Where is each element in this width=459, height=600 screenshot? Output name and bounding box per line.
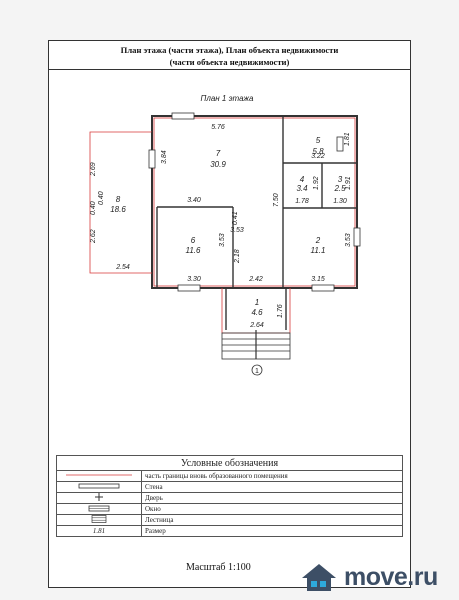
dim-label: 1.92	[313, 176, 320, 190]
dim-label: 1.30	[333, 198, 347, 205]
legend-symbol-window	[56, 503, 142, 515]
legend-symbol-wall	[56, 481, 142, 493]
dim-label: 2.18	[234, 249, 241, 264]
legend-label: часть границы вновь образованного помеще…	[141, 470, 403, 482]
dim-label: 2.54	[115, 264, 130, 271]
legend-label: Дверь	[141, 492, 403, 504]
dim-label: 1.91	[345, 176, 352, 190]
legend-label: Размер	[141, 525, 403, 537]
room-6-number: 6	[191, 236, 196, 245]
legend-symbol-dimension: 1.81	[56, 525, 142, 537]
legend-title: Условные обозначения	[56, 455, 403, 471]
dim-label: 1.81	[344, 132, 351, 146]
room-5-number: 5	[316, 136, 321, 145]
legend-row: Лестница	[56, 514, 403, 526]
header-divider	[48, 69, 411, 70]
dim-label: 3.30	[187, 276, 201, 283]
legend-table: Условные обозначения часть границы вновь…	[56, 455, 403, 537]
room-1-area: 4.6	[251, 308, 263, 317]
dim-label: 3.53	[219, 233, 226, 247]
room-4-area: 3.4	[296, 184, 308, 193]
dimension-labels: 5.76 3.22 1.81 3.84 2.69 0.40 0.40 2.62 …	[90, 124, 352, 329]
dim-label: 3.53	[345, 233, 352, 247]
room-3-number: 3	[338, 175, 343, 184]
legend-row: Стена	[56, 481, 403, 493]
scale-label: Масштаб 1:100	[186, 562, 251, 573]
dim-label: 3.84	[161, 150, 168, 164]
axis-marker: 1	[251, 364, 263, 376]
dim-label: 2.62	[90, 229, 97, 244]
axis-marker-label: 1	[255, 368, 259, 375]
dim-label: 0.41	[232, 211, 239, 225]
window-right	[353, 227, 361, 247]
stairs	[221, 330, 291, 360]
room-8-area: 18.6	[110, 205, 126, 214]
legend-symbol-stairs	[56, 514, 142, 526]
room-6-area: 11.6	[186, 246, 202, 255]
legend-row: 1.81 Размер	[56, 525, 403, 537]
room-2-number: 2	[315, 236, 321, 245]
boundary-main	[153, 117, 356, 287]
dim-label: 2.42	[248, 276, 263, 283]
interior-walls	[151, 116, 357, 330]
dim-label: 2.69	[90, 162, 97, 177]
legend-symbol-boundary	[56, 470, 142, 482]
window-top	[171, 112, 195, 120]
legend-label: Стена	[141, 481, 403, 493]
header-title-line-2: (части объекта недвижимости)	[169, 57, 290, 67]
room-7-area: 30.9	[210, 160, 226, 169]
dim-label: 3.22	[311, 153, 325, 160]
window-bottom-right	[311, 284, 335, 292]
dim-label: 1.78	[295, 198, 309, 205]
dim-label: 0.40	[98, 191, 105, 205]
dim-label: 3.40	[187, 197, 201, 204]
dim-label: 2.64	[249, 322, 264, 329]
dim-label: 3.15	[311, 276, 325, 283]
plan-title: План 1 этажа	[201, 94, 255, 103]
dim-label: 1.76	[277, 304, 284, 318]
dim-label: 3.53	[230, 227, 244, 234]
legend-row: Дверь	[56, 492, 403, 504]
legend-symbol-door	[56, 492, 142, 504]
legend-label: Лестница	[141, 514, 403, 526]
window-left	[148, 149, 156, 169]
house-outline	[151, 115, 358, 289]
room-3-area: 2.5	[333, 184, 346, 193]
room-5-area: 5.8	[312, 147, 324, 156]
house-icon	[302, 564, 336, 591]
legend-row: Окно	[56, 503, 403, 515]
room-labels: 7 30.9 5 5.8 4 3.4 3 2.5 8 18.6 6 11.6 2…	[110, 136, 346, 317]
room-2-area: 11.1	[311, 246, 326, 255]
dim-label: 0.40	[90, 201, 97, 215]
room-4-number: 4	[300, 175, 305, 184]
watermark-logo: move.ru	[300, 562, 438, 592]
dim-label: 5.76	[211, 124, 225, 131]
window-bath	[336, 136, 344, 152]
header-title-line-1: План этажа (части этажа), План объекта н…	[120, 45, 339, 55]
outer-walls	[151, 115, 358, 289]
window-bottom-left	[177, 284, 201, 292]
legend-row: часть границы вновь образованного помеще…	[56, 470, 403, 482]
dim-label: 7.50	[273, 193, 280, 207]
room-7-number: 7	[216, 149, 221, 158]
boundary-terrace	[89, 131, 152, 274]
windows	[148, 112, 361, 292]
legend-label: Окно	[141, 503, 403, 515]
room-8-number: 8	[116, 195, 121, 204]
room-1-number: 1	[255, 298, 259, 307]
watermark-text: move.ru	[344, 562, 438, 591]
